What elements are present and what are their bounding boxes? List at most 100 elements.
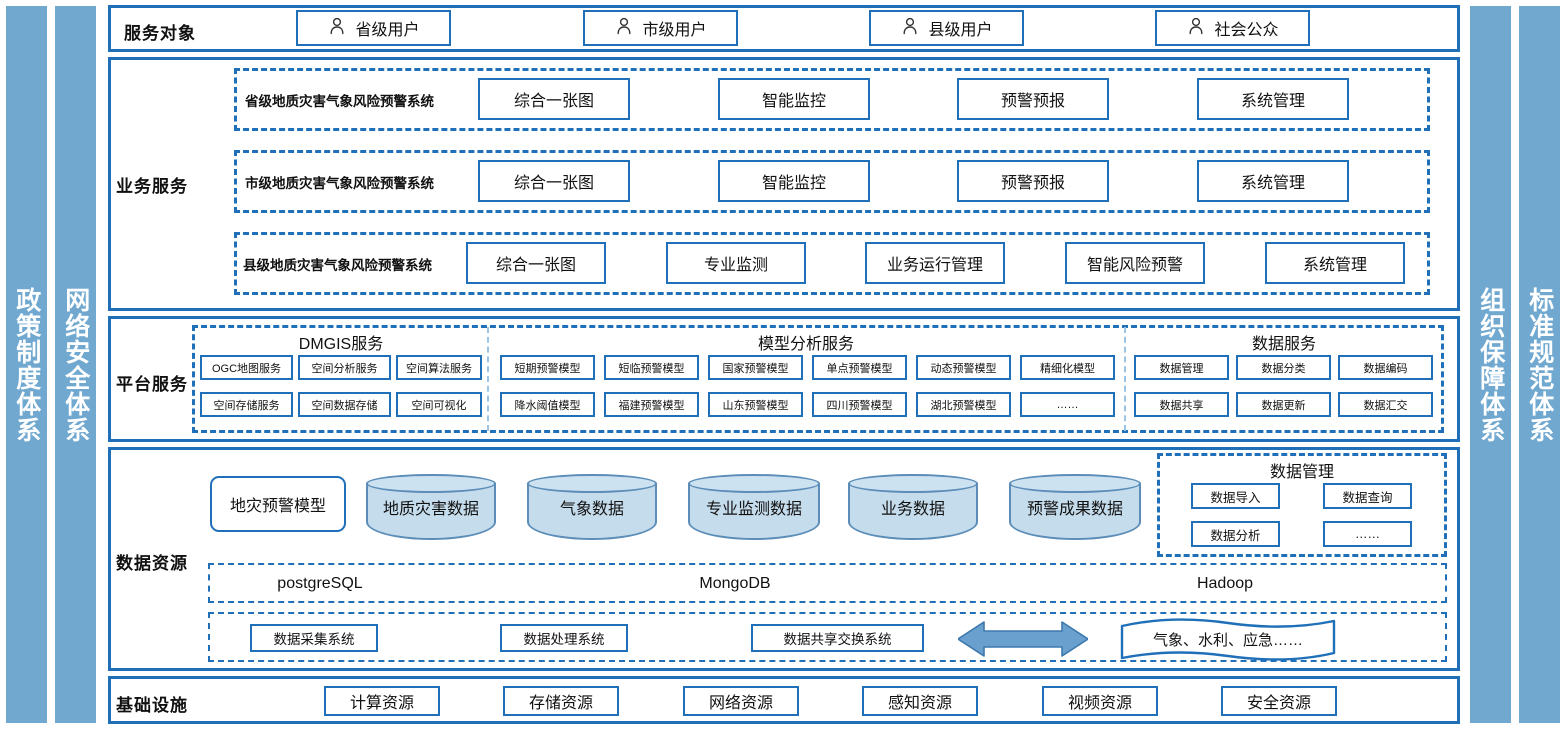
platform-groups-container	[192, 325, 1444, 433]
platform-service-item[interactable]: 数据共享	[1134, 392, 1229, 417]
platform-service-item[interactable]: 短期预警模型	[500, 355, 595, 380]
platform-service-item[interactable]: 单点预警模型	[812, 355, 907, 380]
business-module[interactable]: 综合一张图	[466, 242, 606, 284]
data-management-item[interactable]: ……	[1323, 521, 1412, 547]
external-systems-shape	[1118, 617, 1338, 667]
data-cylinder-label: 专业监测数据	[705, 501, 802, 518]
platform-service-item[interactable]: 湖北预警模型	[916, 392, 1011, 417]
platform-service-item[interactable]: 空间可视化	[396, 392, 482, 417]
platform-service-item[interactable]: 国家预警模型	[708, 355, 803, 380]
platform-group-title-dmgis: DMGIS服务	[298, 336, 384, 353]
business-module[interactable]: 业务运行管理	[865, 242, 1005, 284]
data-management-title: 数据管理	[1269, 464, 1334, 481]
platform-service-item[interactable]: 数据更新	[1236, 392, 1331, 417]
platform-service-item[interactable]: 数据分类	[1236, 355, 1331, 380]
cylinder-top	[527, 474, 657, 493]
platform-service-item[interactable]: 四川预警模型	[812, 392, 907, 417]
business-module[interactable]: 系统管理	[1197, 78, 1349, 120]
data-cylinder-meteorological[interactable]: 气象数据	[527, 474, 657, 540]
platform-service-item[interactable]: 空间分析服务	[298, 355, 391, 380]
sidebar-policy-system: 政策制度体系	[6, 6, 47, 723]
platform-service-item[interactable]: 数据汇交	[1338, 392, 1433, 417]
sidebar-policy-system-label: 政策制度体系	[12, 286, 41, 443]
platform-service-item[interactable]: ……	[1020, 392, 1115, 417]
data-cylinder-business[interactable]: 业务数据	[848, 474, 978, 540]
data-cylinder-label: 预警成果数据	[1026, 501, 1123, 518]
business-module[interactable]: 专业监测	[666, 242, 806, 284]
layer-data-resources-label: 数据资源	[116, 554, 188, 573]
database-item-hadoop: Hadoop	[1196, 575, 1254, 592]
business-module[interactable]: 综合一张图	[478, 160, 630, 202]
business-module[interactable]: 预警预报	[957, 160, 1109, 202]
data-cylinder-warning-results[interactable]: 预警成果数据	[1009, 474, 1141, 540]
business-module[interactable]: 系统管理	[1265, 242, 1405, 284]
systems-band	[208, 612, 1447, 662]
layer-business-label: 业务服务	[116, 177, 188, 196]
data-management-item[interactable]: 数据导入	[1191, 483, 1280, 509]
data-management-item[interactable]: 数据分析	[1191, 521, 1280, 547]
platform-service-item[interactable]: 短临预警模型	[604, 355, 699, 380]
platform-service-item[interactable]: 动态预警模型	[916, 355, 1011, 380]
person-icon	[327, 16, 347, 41]
business-module[interactable]: 智能风险预警	[1065, 242, 1205, 284]
infrastructure-item[interactable]: 网络资源	[683, 686, 799, 716]
data-system-item[interactable]: 数据共享交换系统	[751, 624, 924, 652]
layer-infrastructure-label: 基础设施	[116, 696, 188, 715]
platform-service-item[interactable]: 精细化模型	[1020, 355, 1115, 380]
cylinder-top	[688, 474, 820, 493]
sidebar-network-security-system-label: 网络安全体系	[61, 286, 90, 443]
audience-item-public[interactable]: 社会公众	[1155, 10, 1310, 46]
platform-service-item[interactable]: 数据编码	[1338, 355, 1433, 380]
audience-item-municipal[interactable]: 市级用户	[583, 10, 738, 46]
platform-service-item[interactable]: 数据管理	[1134, 355, 1229, 380]
platform-group-title-data: 数据服务	[1251, 336, 1316, 353]
platform-service-item[interactable]: 降水阈值模型	[500, 392, 595, 417]
database-item-postgresql: postgreSQL	[277, 575, 363, 592]
data-cylinder-geohazard[interactable]: 地质灾害数据	[366, 474, 496, 540]
business-module[interactable]: 智能监控	[718, 78, 870, 120]
platform-service-item[interactable]: 福建预警模型	[604, 392, 699, 417]
audience-item-county[interactable]: 县级用户	[869, 10, 1024, 46]
business-module[interactable]: 系统管理	[1197, 160, 1349, 202]
platform-service-item[interactable]: 山东预警模型	[708, 392, 803, 417]
platform-group-title-model: 模型分析服务	[757, 336, 854, 353]
data-management-item[interactable]: 数据查询	[1323, 483, 1412, 509]
audience-item-provincial[interactable]: 省级用户	[296, 10, 451, 46]
platform-divider-2	[1124, 327, 1126, 431]
business-row-county	[234, 232, 1430, 295]
data-cylinder-professional-monitoring[interactable]: 专业监测数据	[688, 474, 820, 540]
infrastructure-item[interactable]: 存储资源	[503, 686, 619, 716]
data-system-item[interactable]: 数据处理系统	[500, 624, 628, 652]
audience-item-label: 省级用户	[355, 22, 420, 39]
business-row-provincial-system: 省级地质灾害气象风险预警系统	[245, 94, 434, 109]
platform-service-item[interactable]: 空间存储服务	[200, 392, 293, 417]
infrastructure-item[interactable]: 安全资源	[1221, 686, 1337, 716]
cylinder-body	[527, 483, 657, 540]
audience-item-label: 市级用户	[642, 22, 707, 39]
sidebar-standard-specification-system-label: 标准规范体系	[1525, 286, 1554, 443]
platform-service-item[interactable]: OGC地图服务	[200, 355, 293, 380]
data-cylinder-label: 业务数据	[880, 501, 945, 518]
infrastructure-item[interactable]: 计算资源	[324, 686, 440, 716]
sidebar-standard-specification-system: 标准规范体系	[1519, 6, 1560, 723]
sidebar-organization-guarantee-system: 组织保障体系	[1470, 6, 1511, 723]
platform-divider-1	[487, 327, 489, 431]
platform-service-item[interactable]: 空间数据存储	[298, 392, 391, 417]
data-management-panel	[1157, 453, 1447, 557]
person-icon	[900, 16, 920, 41]
business-module[interactable]: 智能监控	[718, 160, 870, 202]
business-module[interactable]: 预警预报	[957, 78, 1109, 120]
layer-audience-label: 服务对象	[124, 24, 196, 43]
data-model-box[interactable]: 地灾预警模型	[210, 476, 346, 532]
layer-platform-label: 平台服务	[116, 375, 188, 394]
infrastructure-item[interactable]: 视频资源	[1042, 686, 1158, 716]
audience-item-label: 社会公众	[1214, 22, 1279, 39]
person-icon	[614, 16, 634, 41]
business-row-municipal	[234, 150, 1430, 213]
platform-service-item[interactable]: 空间算法服务	[396, 355, 482, 380]
cylinder-body	[366, 483, 496, 540]
data-system-item[interactable]: 数据采集系统	[250, 624, 378, 652]
business-module[interactable]: 综合一张图	[478, 78, 630, 120]
infrastructure-item[interactable]: 感知资源	[862, 686, 978, 716]
